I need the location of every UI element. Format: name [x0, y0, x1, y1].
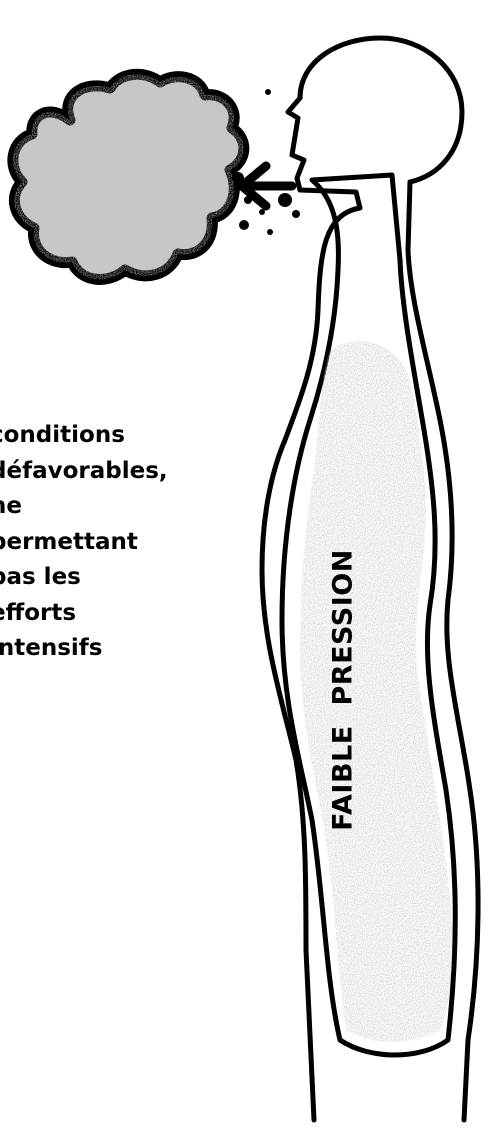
caption-line: pas les [0, 560, 260, 596]
caption-line: conditions [0, 418, 260, 454]
pressure-label: FAIBLE PRESSION [328, 549, 359, 831]
caption-line: défavorables, [0, 454, 260, 490]
caption-line: permettant [0, 525, 260, 561]
caption-line: efforts [0, 596, 260, 632]
caption-text: conditions défavorables, ne permettant p… [0, 418, 260, 667]
caption-line: intensifs [0, 631, 260, 667]
caption-line: ne [0, 489, 260, 525]
